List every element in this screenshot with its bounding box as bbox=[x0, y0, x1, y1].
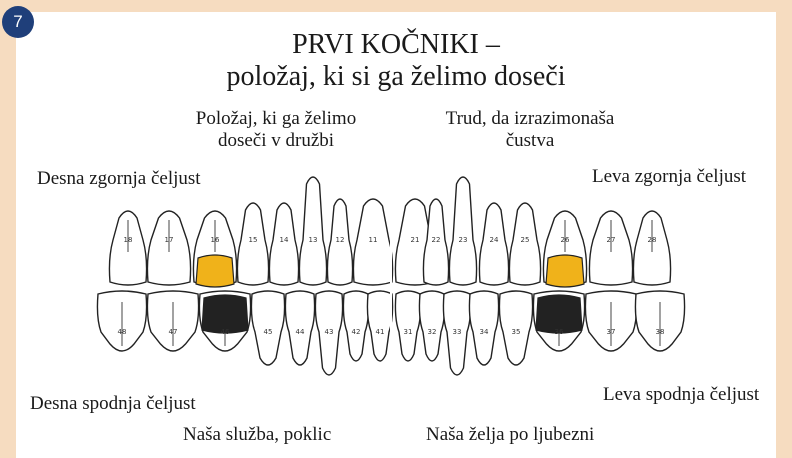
tooth-18: 18 bbox=[109, 211, 146, 285]
tooth-number: 38 bbox=[656, 328, 665, 336]
tooth-12: 12 bbox=[327, 199, 352, 285]
label-emotions-line-1: Trud, da izrazimonaša bbox=[430, 108, 630, 130]
tooth-number: 11 bbox=[369, 236, 378, 244]
tooth-24: 24 bbox=[479, 203, 508, 285]
tooth-number: 47 bbox=[169, 328, 178, 336]
tooth-outline bbox=[479, 203, 508, 285]
tooth-27: 27 bbox=[589, 211, 632, 285]
tooth-16: 16 bbox=[193, 211, 236, 287]
tooth-46: 46 bbox=[199, 291, 250, 351]
tooth-14: 14 bbox=[269, 203, 298, 285]
tooth-number: 46 bbox=[221, 328, 230, 336]
tooth-23: 23 bbox=[449, 177, 476, 285]
tooth-17: 17 bbox=[147, 211, 190, 285]
tooth-number: 48 bbox=[118, 328, 127, 336]
tooth-number: 14 bbox=[280, 236, 289, 244]
tooth-number: 23 bbox=[459, 236, 468, 244]
tooth-number: 26 bbox=[561, 236, 570, 244]
tooth-outline bbox=[449, 177, 476, 285]
tooth-number: 32 bbox=[428, 328, 437, 336]
upper-first-molar-highlight bbox=[546, 255, 584, 287]
tooth-number: 27 bbox=[607, 236, 616, 244]
label-work-vocation: Naša služba, poklic bbox=[183, 424, 331, 446]
tooth-outline bbox=[395, 291, 420, 361]
tooth-34: 34 bbox=[469, 291, 498, 365]
tooth-48: 48 bbox=[97, 291, 146, 351]
tooth-number: 36 bbox=[555, 328, 564, 336]
upper-first-molar-highlight bbox=[196, 255, 234, 287]
tooth-33: 33 bbox=[443, 291, 470, 375]
tooth-outline bbox=[367, 291, 392, 361]
tooth-outline bbox=[237, 203, 268, 285]
tooth-13: 13 bbox=[299, 177, 326, 285]
tooth-22: 22 bbox=[423, 199, 448, 285]
tooth-outline bbox=[419, 291, 444, 361]
tooth-number: 24 bbox=[490, 236, 499, 244]
label-social-position: Položaj, ki ga želimo doseči v družbi bbox=[176, 108, 376, 152]
tooth-number: 37 bbox=[607, 328, 616, 336]
tooth-28: 28 bbox=[633, 211, 670, 285]
tooth-42: 42 bbox=[343, 291, 368, 361]
tooth-25: 25 bbox=[509, 203, 540, 285]
tooth-number: 45 bbox=[264, 328, 273, 336]
title-line-2: položaj, ki si ga želimo doseči bbox=[0, 60, 792, 94]
label-emotions: Trud, da izrazimonaša čustva bbox=[430, 108, 630, 152]
tooth-36: 36 bbox=[533, 291, 584, 351]
label-desire-for-love: Naša želja po ljubezni bbox=[426, 424, 594, 446]
tooth-45: 45 bbox=[251, 291, 284, 365]
tooth-32: 32 bbox=[419, 291, 444, 361]
tooth-number: 13 bbox=[309, 236, 318, 244]
label-social-position-line-1: Položaj, ki ga želimo bbox=[176, 108, 376, 130]
tooth-35: 35 bbox=[499, 291, 532, 365]
tooth-outline bbox=[509, 203, 540, 285]
title-line-1: PRVI KOČNIKI – bbox=[0, 28, 792, 62]
tooth-number: 33 bbox=[453, 328, 462, 336]
tooth-number: 34 bbox=[480, 328, 489, 336]
tooth-number: 35 bbox=[512, 328, 521, 336]
tooth-number: 28 bbox=[648, 236, 657, 244]
label-social-position-line-2: doseči v družbi bbox=[176, 130, 376, 152]
tooth-number: 17 bbox=[165, 236, 174, 244]
tooth-number: 42 bbox=[352, 328, 361, 336]
tooth-number: 44 bbox=[296, 328, 305, 336]
label-emotions-line-2: čustva bbox=[430, 130, 630, 152]
tooth-11: 11 bbox=[353, 199, 392, 285]
tooth-44: 44 bbox=[285, 291, 314, 365]
tooth-47: 47 bbox=[147, 291, 198, 351]
label-right-lower-jaw: Desna spodnja čeljust bbox=[30, 393, 196, 415]
dental-chart: 18 17 16 15 14 13 12 11 21 22 23 24 25 26 27 28 48 47 46 45… bbox=[90, 162, 700, 390]
tooth-outline bbox=[269, 203, 298, 285]
tooth-outline bbox=[299, 177, 326, 285]
tooth-37: 37 bbox=[585, 291, 636, 351]
tooth-38: 38 bbox=[635, 291, 684, 351]
tooth-number: 31 bbox=[404, 328, 413, 336]
tooth-31: 31 bbox=[395, 291, 420, 361]
tooth-26: 26 bbox=[543, 211, 586, 287]
tooth-43: 43 bbox=[315, 291, 342, 375]
tooth-41: 41 bbox=[367, 291, 392, 361]
tooth-outline bbox=[343, 291, 368, 361]
tooth-number: 18 bbox=[124, 236, 133, 244]
tooth-15: 15 bbox=[237, 203, 268, 285]
tooth-number: 41 bbox=[376, 328, 385, 336]
page-number-badge: 7 bbox=[2, 6, 34, 38]
tooth-number: 21 bbox=[411, 236, 420, 244]
tooth-number: 43 bbox=[325, 328, 334, 336]
tooth-number: 25 bbox=[521, 236, 530, 244]
tooth-number: 12 bbox=[336, 236, 345, 244]
tooth-number: 22 bbox=[432, 236, 441, 244]
tooth-number: 16 bbox=[211, 236, 220, 244]
tooth-number: 15 bbox=[249, 236, 258, 244]
